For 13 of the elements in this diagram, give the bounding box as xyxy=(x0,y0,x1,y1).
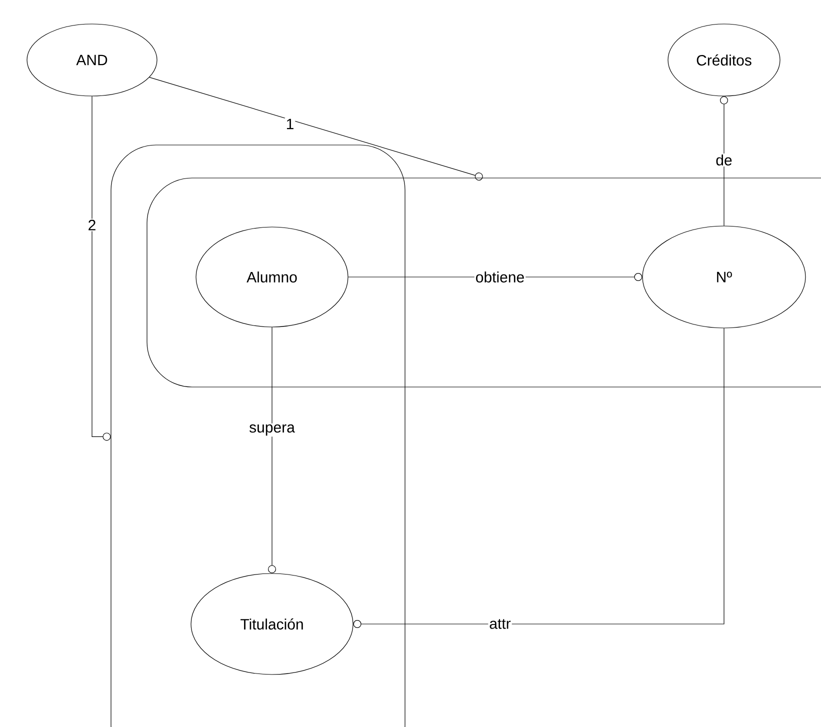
aggregation-box xyxy=(146,178,821,388)
edge-label: 1 xyxy=(284,118,296,130)
edge-label: supera xyxy=(248,423,296,437)
edge-label: obtiene xyxy=(474,270,526,284)
edge-label: attr xyxy=(488,618,512,630)
connector xyxy=(353,328,724,628)
edge-label: 2 xyxy=(86,218,98,232)
aggregation-box xyxy=(110,144,406,727)
edge-label: de xyxy=(714,154,734,166)
connector xyxy=(149,77,483,181)
connector xyxy=(720,96,728,226)
connector xyxy=(92,96,111,441)
connector xyxy=(268,327,276,574)
